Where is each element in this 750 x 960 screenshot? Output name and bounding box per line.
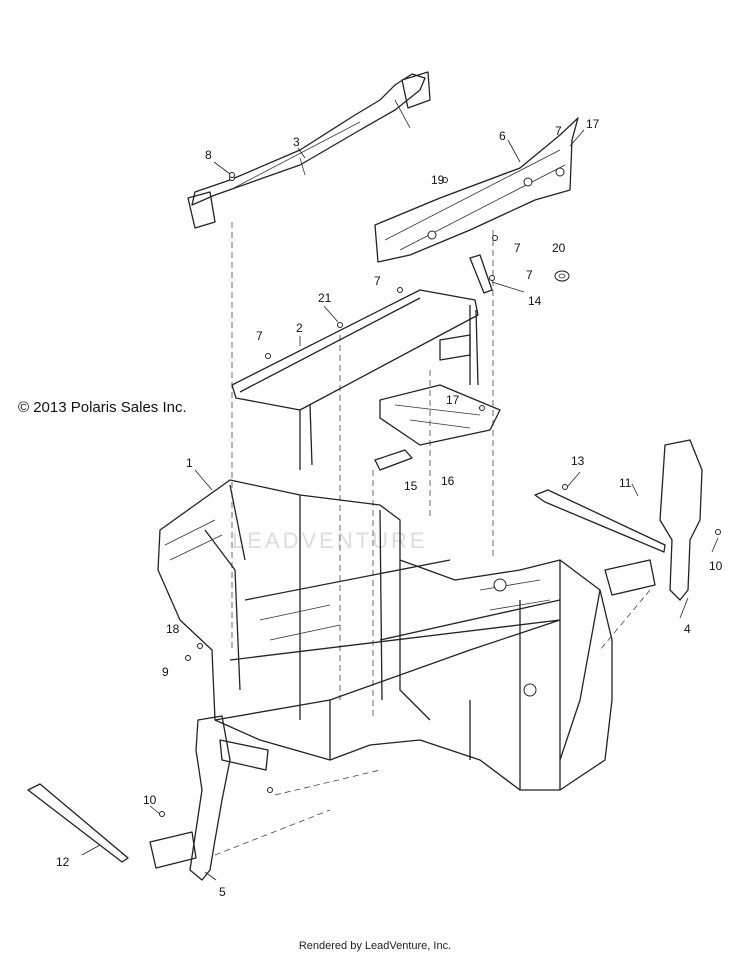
part-3-cross-member	[187, 71, 431, 229]
callout-17-skid: 17	[446, 393, 460, 407]
callout-10-left: 10	[143, 793, 157, 807]
callout-18: 18	[166, 622, 180, 636]
callout-20: 20	[552, 241, 566, 255]
footer-credit: Rendered by LeadVenture, Inc.	[298, 940, 452, 952]
callout-13: 13	[571, 454, 585, 468]
callout-15: 15	[404, 479, 418, 493]
part-16-skid-plate	[379, 384, 501, 446]
callout-12: 12	[56, 855, 70, 869]
callout-10-right: 10	[709, 559, 723, 573]
callout-11: 11	[619, 476, 632, 490]
callout-17-top: 17	[586, 117, 600, 131]
assembly-lines	[214, 222, 651, 856]
callout-1: 1	[186, 456, 193, 470]
part-11-tie-bar	[534, 489, 666, 553]
part-15-bracket	[374, 449, 413, 471]
callout-7-bed-left: 7	[256, 329, 263, 343]
part-6-rear-panel	[374, 117, 579, 263]
part-12-tie-bar	[27, 783, 129, 863]
callout-21: 21	[318, 291, 332, 305]
callout-7-bed-frame: 7	[374, 274, 381, 288]
callout-14: 14	[528, 294, 542, 308]
hardware-fasteners	[159, 172, 721, 817]
part-1-main-frame	[157, 479, 613, 791]
part-5-bumper	[149, 715, 269, 881]
part-2-bed-frame	[231, 289, 479, 470]
leader-lines	[81, 129, 719, 881]
callout-labels: 1 2 3 4 5 6 7 7 7 7 7 8 9 10 10 11 12 13…	[56, 117, 723, 899]
part-14-bracket	[469, 254, 493, 294]
part-4-bumper	[604, 439, 703, 601]
copyright-notice: © 2013 Polaris Sales Inc.	[18, 399, 187, 416]
callout-19: 19	[431, 173, 445, 187]
callout-16: 16	[441, 474, 455, 488]
callout-7-bracket: 7	[526, 268, 533, 282]
callout-9: 9	[162, 665, 169, 679]
callout-7-rear-panel: 7	[514, 241, 521, 255]
callout-3: 3	[293, 135, 300, 149]
callout-5: 5	[219, 885, 226, 899]
callout-7-extra: 7	[555, 124, 562, 138]
callout-6: 6	[499, 129, 506, 143]
part-20-grommet	[554, 270, 570, 282]
callout-2: 2	[296, 321, 303, 335]
callout-4: 4	[684, 622, 691, 636]
watermark-text: LEADVENTURE	[232, 528, 428, 553]
callout-8: 8	[205, 148, 212, 162]
